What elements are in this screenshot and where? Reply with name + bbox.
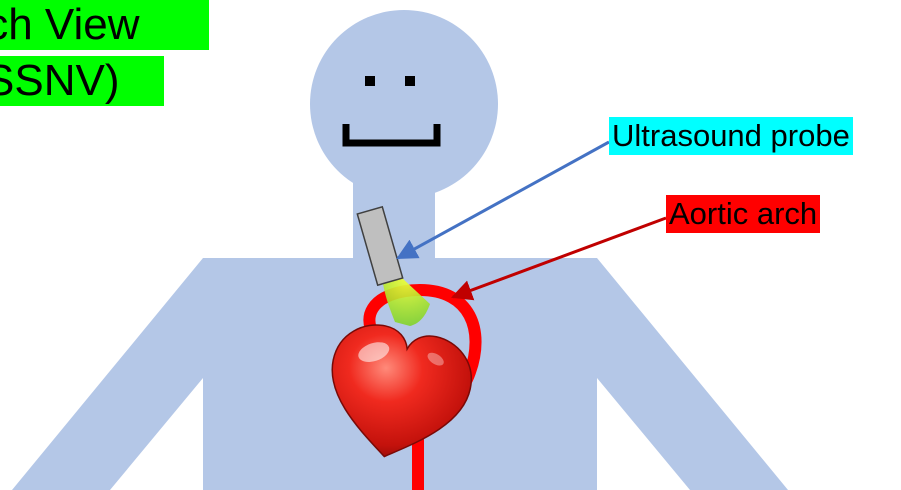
head [310,10,498,198]
diagram-title-line-2: SSNV) [0,56,164,106]
left-eye [365,76,375,86]
ultrasound-probe-label: Ultrasound probe [609,117,853,155]
aortic-arch-label: Aortic arch [666,195,820,233]
diagram-title-line-1: tch View [0,0,209,50]
right-eye [405,76,415,86]
